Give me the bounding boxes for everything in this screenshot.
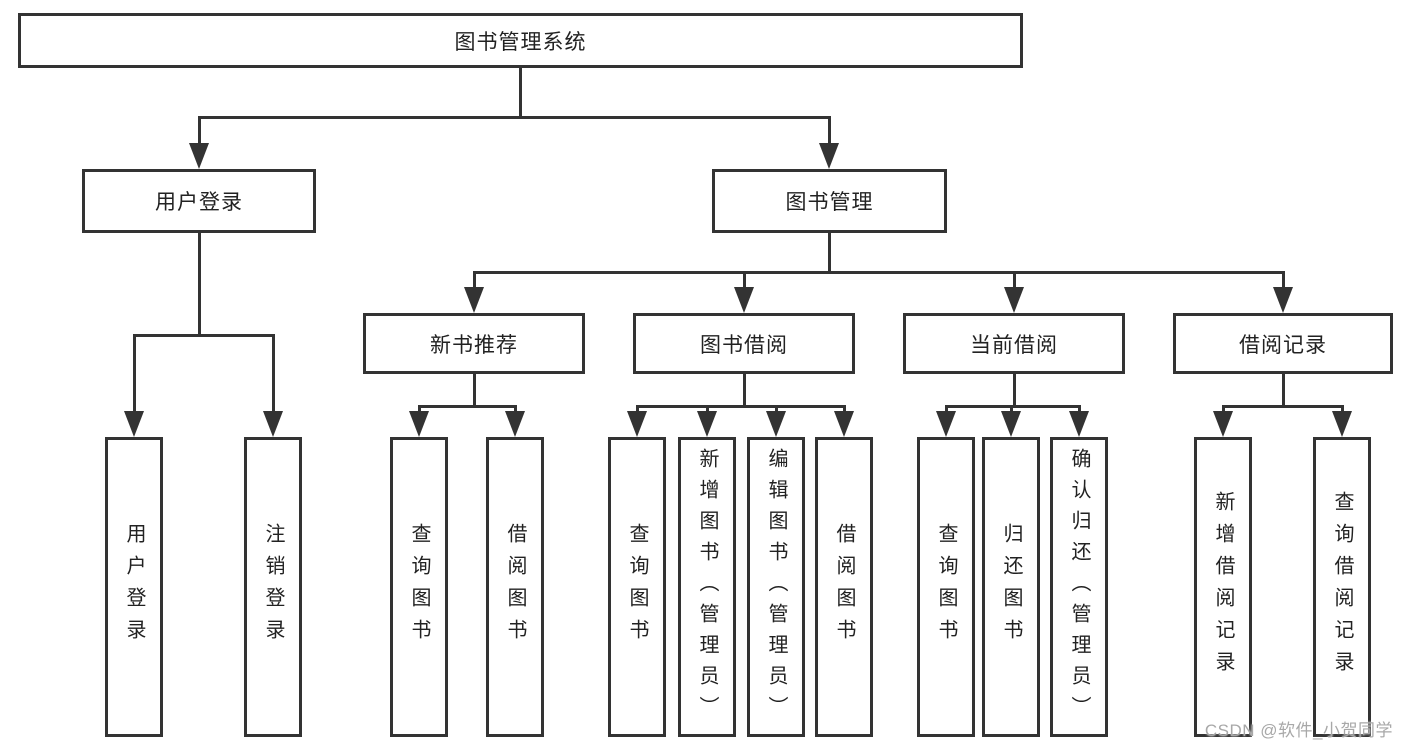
node-borrowing-records: 借阅记录 — [1173, 313, 1393, 374]
connector-stem — [636, 405, 639, 415]
node-label: 查询图书 — [626, 523, 648, 651]
node-leaf-add-borrow-record: 新增借阅记录 — [1194, 437, 1252, 737]
node-label: 新增借阅记录 — [1212, 491, 1234, 683]
arrow-down-icon — [627, 411, 647, 437]
node-user-login: 用户登录 — [82, 169, 316, 233]
arrow-down-icon — [1213, 411, 1233, 437]
connector-rail — [945, 405, 1081, 408]
node-label: 借阅图书 — [833, 523, 855, 651]
connector-stem — [133, 334, 136, 414]
arrow-down-icon — [124, 411, 144, 437]
connector-rail — [1222, 405, 1344, 408]
node-leaf-user-login: 用户登录 — [105, 437, 163, 737]
node-label: 用户登录 — [123, 523, 145, 651]
node-label: 图书借阅 — [700, 333, 788, 357]
connector-stem — [198, 116, 201, 146]
connector-stub — [1013, 374, 1016, 408]
connector-user-login-rail — [133, 334, 275, 337]
connector-stem — [514, 405, 517, 415]
node-label: 新书推荐 — [430, 333, 518, 357]
arrow-down-icon — [189, 143, 209, 169]
arrow-down-icon — [464, 287, 484, 313]
connector-stem — [828, 116, 831, 146]
connector-stem — [1282, 271, 1285, 291]
connector-stem — [1341, 405, 1344, 415]
connector-stem — [272, 334, 275, 414]
arrow-down-icon — [1273, 287, 1293, 313]
node-leaf-query-books: 查询图书 — [608, 437, 666, 737]
node-current-borrowing: 当前借阅 — [903, 313, 1125, 374]
node-label: 查询图书 — [408, 523, 430, 651]
node-label: 注销登录 — [262, 523, 284, 651]
node-leaf-logout: 注销登录 — [244, 437, 302, 737]
arrow-down-icon — [1004, 287, 1024, 313]
node-leaf-borrow-books: 借阅图书 — [486, 437, 544, 737]
connector-root-stub — [519, 68, 522, 117]
arrow-down-icon — [819, 143, 839, 169]
connector-level2-rail — [473, 271, 1284, 274]
node-label: 借阅图书 — [504, 523, 526, 651]
node-leaf-edit-books-admin: 编辑图书（管理员） — [747, 437, 805, 737]
connector-stem — [775, 405, 778, 415]
arrow-down-icon — [1001, 411, 1021, 437]
connector-stem — [743, 271, 746, 291]
node-label: 图书管理 — [785, 191, 874, 214]
node-label: 查询图书 — [935, 523, 957, 651]
node-label: 图书管理系统 — [454, 30, 587, 54]
node-leaf-add-books-admin: 新增图书（管理员） — [678, 437, 736, 737]
connector-rail — [636, 405, 846, 408]
node-label: 查询借阅记录 — [1331, 491, 1353, 683]
node-new-book-recommend: 新书推荐 — [363, 313, 585, 374]
connector-stem — [1078, 405, 1081, 415]
arrow-down-icon — [505, 411, 525, 437]
arrow-down-icon — [1332, 411, 1352, 437]
node-label: 借阅记录 — [1239, 333, 1327, 357]
arrow-down-icon — [697, 411, 717, 437]
connector-stub — [473, 374, 476, 408]
arrow-down-icon — [936, 411, 956, 437]
node-library-management-system: 图书管理系统 — [18, 13, 1023, 68]
node-leaf-query-books: 查询图书 — [390, 437, 448, 737]
arrow-down-icon — [766, 411, 786, 437]
connector-stem — [1013, 271, 1016, 291]
node-label: 新增图书（管理员） — [696, 447, 718, 727]
node-label: 用户登录 — [155, 191, 243, 214]
node-book-borrowing: 图书借阅 — [633, 313, 855, 374]
node-label: 编辑图书（管理员） — [765, 447, 787, 727]
arrow-down-icon — [409, 411, 429, 437]
connector-stub — [743, 374, 746, 408]
connector-stub — [1282, 374, 1285, 408]
connector-stem — [418, 405, 421, 415]
connector-user-login-stub — [198, 233, 201, 336]
connector-stem — [843, 405, 846, 415]
connector-stem — [473, 271, 476, 291]
connector-stem — [1222, 405, 1225, 415]
arrow-down-icon — [263, 411, 283, 437]
connector-stem — [1010, 405, 1013, 415]
node-book-management: 图书管理 — [712, 169, 947, 233]
connector-level1-rail — [198, 116, 831, 119]
csdn-watermark: CSDN @软件_小贺同学 — [1204, 721, 1393, 740]
arrow-down-icon — [734, 287, 754, 313]
connector-rail — [418, 405, 517, 408]
connector-stem — [945, 405, 948, 415]
arrow-down-icon — [1069, 411, 1089, 437]
node-leaf-query-borrow-record: 查询借阅记录 — [1313, 437, 1371, 737]
arrow-down-icon — [834, 411, 854, 437]
node-leaf-query-books: 查询图书 — [917, 437, 975, 737]
node-label: 归还图书 — [1000, 523, 1022, 651]
connector-stem — [706, 405, 709, 415]
node-leaf-borrow-books: 借阅图书 — [815, 437, 873, 737]
node-leaf-return-books: 归还图书 — [982, 437, 1040, 737]
node-label: 当前借阅 — [970, 333, 1058, 357]
node-label: 确认归还（管理员） — [1068, 447, 1090, 727]
node-leaf-confirm-return-admin: 确认归还（管理员） — [1050, 437, 1108, 737]
connector-book-mgmt-stub — [828, 233, 831, 273]
